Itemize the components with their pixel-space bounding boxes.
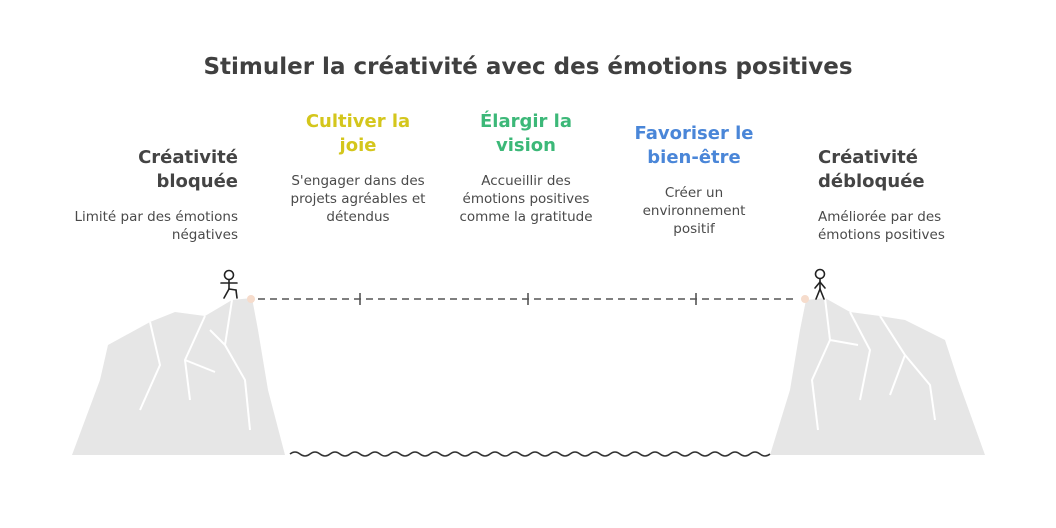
stick-figure-left-icon [220, 269, 238, 299]
step-3-title: Favoriser le bien-être [634, 123, 754, 168]
page-title: Stimuler la créativité avec des émotions… [203, 54, 853, 80]
step-2-description: Accueillir des émotions positives comme … [459, 173, 593, 225]
step-1-description: S'engager dans des projets agréables et … [290, 173, 426, 225]
start-stage-description: Limité par des émotions négatives [74, 209, 238, 243]
end-stage: Créativité débloquée Améliorée par des é… [818, 146, 978, 244]
stick-figure-right-icon [814, 268, 826, 300]
start-stage: Créativité bloquée Limité par des émotio… [60, 146, 238, 244]
step-elargir-vision: Élargir la vision Accueillir des émotion… [452, 110, 600, 226]
right-anchor [801, 295, 809, 303]
step-3-description: Créer un environnement positif [642, 185, 746, 237]
step-2-title: Élargir la vision [479, 111, 572, 156]
water-wave [289, 451, 771, 457]
left-anchor [247, 295, 255, 303]
end-stage-description: Améliorée par des émotions positives [818, 209, 945, 243]
end-stage-title: Créativité débloquée [818, 147, 925, 192]
step-cultiver-joie: Cultiver la joie S'engager dans des proj… [288, 110, 428, 226]
step-favoriser-bien-etre: Favoriser le bien-être Créer un environn… [620, 122, 768, 238]
right-cliff [770, 297, 985, 455]
start-stage-title: Créativité bloquée [138, 147, 238, 192]
left-cliff [72, 298, 285, 455]
step-1-title: Cultiver la joie [305, 111, 411, 156]
